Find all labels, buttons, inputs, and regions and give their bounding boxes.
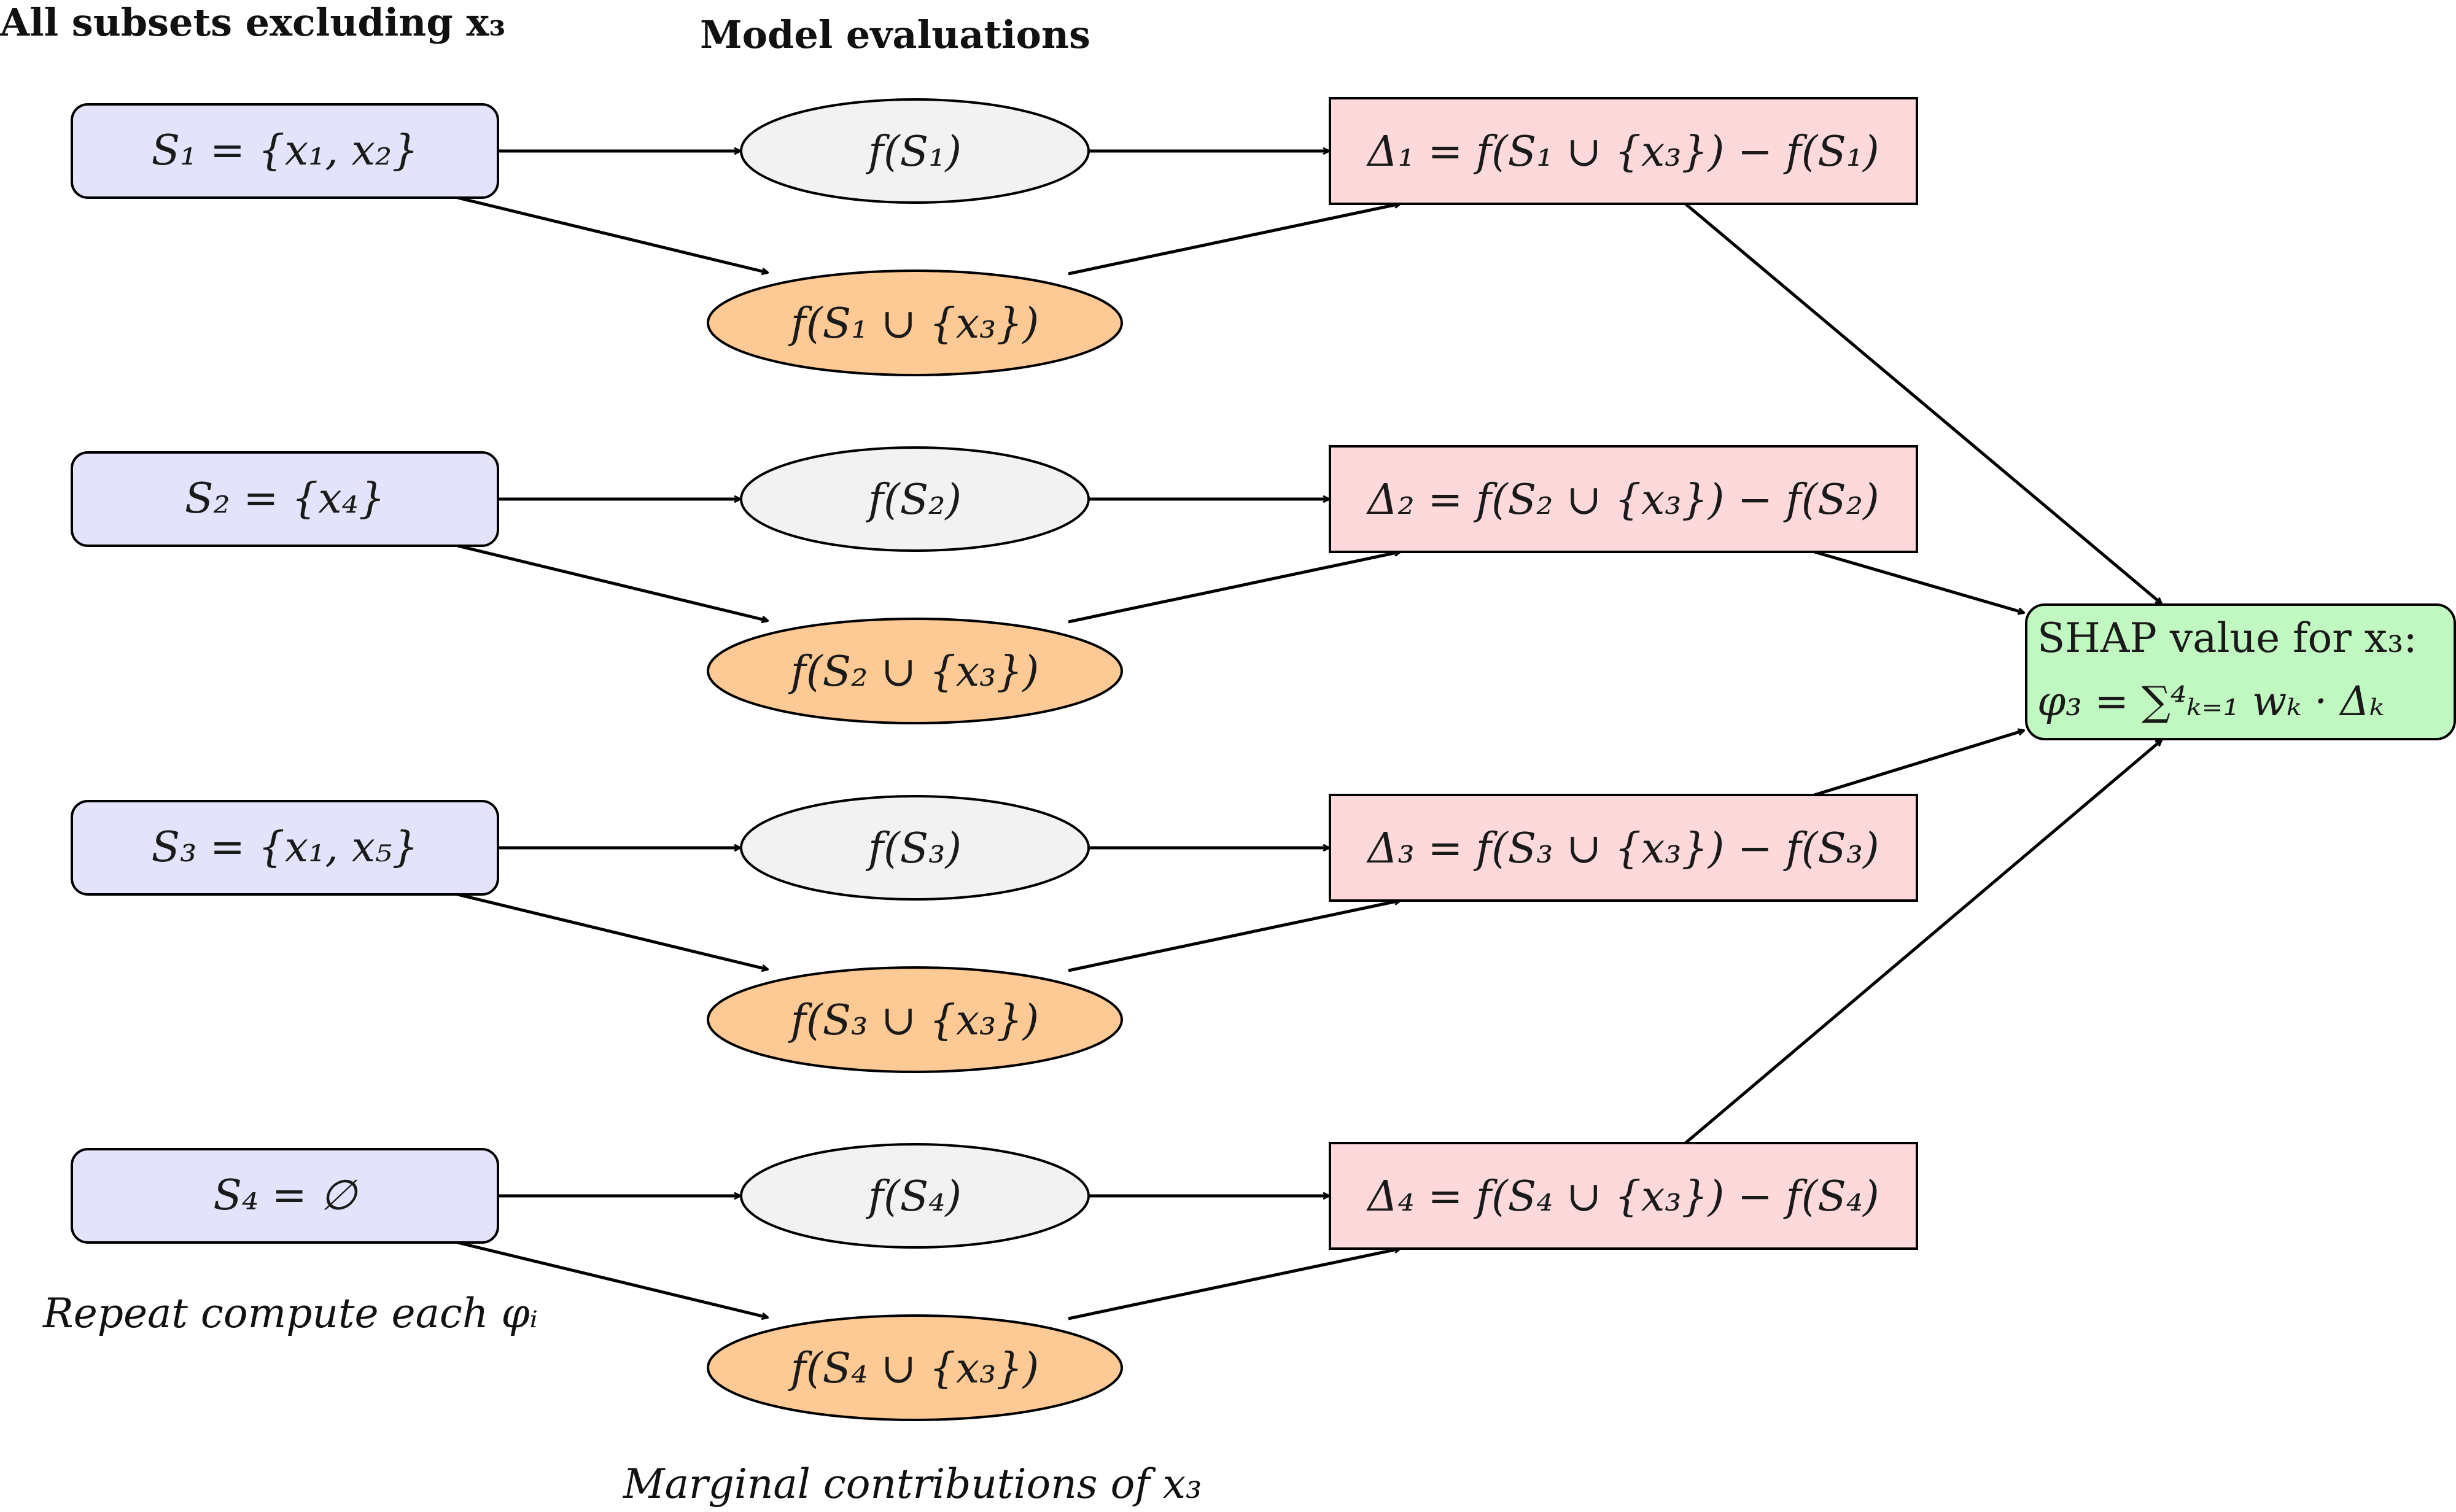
delta-box-4 (1329, 1142, 1918, 1250)
edges (457, 151, 2161, 1320)
delta-box-1 (1329, 97, 1918, 205)
repeat-note: Repeat compute each φᵢ (42, 1290, 538, 1337)
f-with-node-4 (707, 1314, 1123, 1421)
delta-box-3 (1329, 794, 1918, 902)
subset-label-4: S₄ = ∅ (213, 1171, 358, 1220)
shap-formula: φ₃ = ∑⁴ₖ₌₁ wₖ · Δₖ (2037, 678, 2384, 725)
subsets-heading: All subsets excluding x₃ (0, 0, 505, 45)
f-with-label-4: f(S₄ ∪ {x₃}) (788, 1344, 1039, 1393)
row-2: S₂ = {x₄} f(S₂) f(S₂ ∪ {x₃}) Δ₂ = f(S₂ ∪ {x… (71, 445, 1918, 724)
edge-subset-to-fwith-4 (457, 1241, 768, 1317)
subset-label-2: S₂ = {x₄} (185, 475, 385, 523)
f-without-label-1: f(S₁) (865, 128, 962, 176)
f-without-node-4 (740, 1143, 1090, 1249)
shap-label: SHAP value for x₃: (2037, 614, 2417, 662)
edge-fwith-to-delta-1 (1068, 204, 1400, 276)
f-with-label-3: f(S₃ ∪ {x₃}) (788, 996, 1039, 1045)
subset-box-3 (71, 800, 499, 896)
edge-subset-to-fwith-3 (457, 893, 768, 969)
f-with-node-3 (707, 966, 1123, 1073)
edge-delta2-to-shap (1814, 550, 2024, 613)
edge-delta3-to-shap (1814, 731, 2024, 797)
subset-box-4 (71, 1148, 499, 1244)
marginal-note: Marginal contributions of x₃ (623, 1460, 1202, 1508)
f-without-label-4: f(S₄) (865, 1173, 962, 1221)
row-4: S₄ = ∅ f(S₄) f(S₄ ∪ {x₃}) Δ₄ = f(S₄ ∪ {x₃})… (71, 1142, 1918, 1421)
delta-label-3: Δ₃ = f(S₃ ∪ {x₃}) − f(S₃) (1366, 824, 1879, 873)
edge-subset-to-fwith-1 (457, 196, 768, 273)
f-without-node-1 (740, 98, 1090, 204)
subset-label-1: S₁ = {x₁, x₂} (151, 126, 418, 175)
row-1: S₁ = {x₁, x₂} f(S₁) f(S₁ ∪ {x₃}) Δ₁ = f(S₁ … (71, 97, 1918, 376)
f-with-node-1 (707, 269, 1123, 376)
f-without-label-3: f(S₃) (865, 824, 962, 873)
delta-label-1: Δ₁ = f(S₁ ∪ {x₃}) − f(S₁) (1366, 128, 1879, 176)
nodes: S₁ = {x₁, x₂} f(S₁) f(S₁ ∪ {x₃}) Δ₁ = f(S₁ … (71, 97, 1918, 1421)
edge-delta4-to-shap (1684, 740, 2161, 1144)
edge-fwith-to-delta-4 (1068, 1249, 1400, 1320)
delta-label-4: Δ₄ = f(S₄ ∪ {x₃}) − f(S₄) (1366, 1173, 1879, 1221)
f-with-label-1: f(S₁ ∪ {x₃}) (788, 300, 1039, 348)
shap-node: SHAP value for x₃: φ₃ = ∑⁴ₖ₌₁ wₖ · Δₖ (2025, 603, 2456, 740)
edge-fwith-to-delta-2 (1068, 552, 1400, 624)
edge-fwith-to-delta-3 (1068, 901, 1400, 972)
delta-label-2: Δ₂ = f(S₂ ∪ {x₃}) − f(S₂) (1366, 476, 1879, 524)
subset-box-2 (71, 451, 499, 547)
delta-box-2 (1329, 445, 1918, 553)
row-3: S₃ = {x₁, x₅} f(S₃) f(S₃ ∪ {x₃}) Δ₃ = f(S₃ … (71, 794, 1918, 1073)
f-with-label-2: f(S₂ ∪ {x₃}) (788, 648, 1039, 696)
f-without-node-3 (740, 795, 1090, 901)
edge-subset-to-fwith-2 (457, 544, 768, 621)
f-without-node-2 (740, 446, 1090, 552)
subset-label-3: S₃ = {x₁, x₅} (151, 823, 418, 872)
subset-box-1 (71, 103, 499, 199)
f-with-node-2 (707, 618, 1123, 724)
shap-box (2025, 603, 2456, 740)
evaluations-heading: Model evaluations (700, 12, 1090, 57)
edge-delta1-to-shap (1684, 203, 2161, 603)
f-without-label-2: f(S₂) (865, 476, 962, 524)
